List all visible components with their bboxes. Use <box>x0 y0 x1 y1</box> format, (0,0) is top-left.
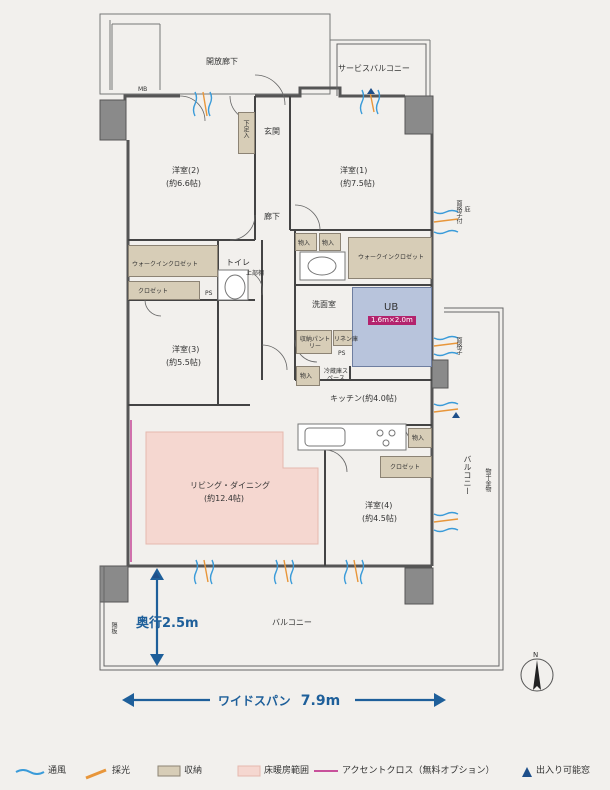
label-bedroom2-size: (約6.6帖) <box>166 179 201 188</box>
label-eave: 庇 <box>463 206 470 212</box>
floor-heating-area <box>145 431 319 545</box>
label-bedroom1-size: (約7.5帖) <box>340 179 375 188</box>
pillars <box>99 95 449 605</box>
label-linen: リネン庫 <box>334 336 359 343</box>
label-bedroom3-size: (約5.5帖) <box>166 358 201 367</box>
legend-accent: アクセントクロス（無料オプション） <box>342 766 495 776</box>
legend-icons <box>15 765 532 780</box>
label-partition: 隔板 <box>110 622 117 634</box>
label-ps-toilet: PS <box>205 290 213 297</box>
legend: 通風 採光 収納 床暖房範囲 アクセントクロス（無料オプション） 出入り可能窓 <box>14 764 604 782</box>
label-walkin-left: ウォークインクロゼット <box>132 261 199 268</box>
width-label: ワイドスパン 7.9m <box>218 692 340 709</box>
label-bedroom4-size: (約4.5帖) <box>362 514 397 523</box>
label-ps-wash: PS <box>338 350 346 357</box>
closet-bedroom4 <box>380 456 432 478</box>
legend-daylight: 採光 <box>112 766 131 776</box>
compass <box>520 658 554 692</box>
label-hallway: 廊下 <box>264 212 280 221</box>
label-bedroom2: 洋室(2) <box>172 166 200 175</box>
label-living-size: (約12.4帖) <box>204 494 245 503</box>
label-entrance: 玄関 <box>264 127 280 136</box>
label-closet-bedroom3: クロゼット <box>138 288 169 295</box>
ub-label: UB <box>384 302 399 313</box>
label-storage-kitchen-left: 物入 <box>300 373 313 380</box>
label-storage-hall-a: 物入 <box>298 240 311 247</box>
label-window-flag-a: 面格子付 <box>455 200 462 224</box>
label-mb: MB <box>138 86 148 93</box>
closet-bedroom3 <box>128 281 200 300</box>
label-upper-shelf: 上部棚 <box>246 270 265 277</box>
open-corridor-structure <box>99 13 431 96</box>
label-kitchen: キッチン(約4.0帖) <box>330 394 397 403</box>
width-value-text: 7.9m <box>300 693 341 709</box>
label-balcony-side: バルコニー <box>463 455 472 495</box>
width-label-text: ワイドスパン <box>218 694 291 708</box>
label-storage-hall-b: 物入 <box>322 240 335 247</box>
access-window-markers <box>152 88 460 578</box>
label-shoe-closet: 下足入 <box>242 120 249 138</box>
label-walkin-right: ウォークインクロゼット <box>358 254 425 261</box>
legend-ventilation: 通風 <box>48 766 67 776</box>
storage-hall-a <box>295 233 317 251</box>
storage-kitchen-left <box>296 366 320 386</box>
unit-bath <box>352 287 432 367</box>
label-window-flag-b: 面格子 <box>455 337 462 355</box>
washroom-fixtures <box>217 251 346 301</box>
storage-pantry <box>296 330 332 354</box>
legend-access: 出入り可能窓 <box>536 766 591 776</box>
label-open-corridor: 開放廊下 <box>206 57 238 66</box>
legend-storage: 収納 <box>184 766 203 776</box>
label-storage-kitchen-right: 物入 <box>412 435 425 442</box>
label-service-balcony: サービスバルコニー <box>338 64 410 73</box>
label-bedroom1: 洋室(1) <box>340 166 368 175</box>
legend-floor-heating: 床暖房範囲 <box>264 766 310 776</box>
label-bedroom3: 洋室(3) <box>172 345 200 354</box>
label-closet-bedroom4: クロゼット <box>390 464 421 471</box>
balcony-outlines <box>99 43 504 671</box>
depth-value-text: 2.5m <box>162 616 199 631</box>
walkin-closet-right <box>348 237 432 279</box>
label-dryer: 物干金物 <box>484 468 491 492</box>
ub-size-tag: 1.6m×2.0m <box>368 316 416 325</box>
label-living: リビング・ダイニング <box>190 481 270 490</box>
width-arrow <box>122 693 446 707</box>
kitchen-counter <box>297 423 407 451</box>
label-toilet: トイレ <box>226 258 250 267</box>
storage-kitchen-right <box>408 428 432 448</box>
depth-label: 奥行2.5m <box>136 612 199 631</box>
label-bedroom4: 洋室(4) <box>365 501 393 510</box>
depth-label-text: 奥行 <box>136 616 163 631</box>
airflow-markers <box>192 89 459 585</box>
storage-hall-b <box>319 233 341 251</box>
shoe-closet <box>238 112 255 154</box>
label-pantry: 収納パントリー <box>299 336 331 350</box>
label-balcony-main: バルコニー <box>272 618 312 627</box>
label-fridge: 冷蔵庫スペース <box>323 368 348 382</box>
compass-north-label: N <box>533 651 539 659</box>
outer-walls <box>123 86 434 568</box>
walkin-closet-left <box>128 245 218 277</box>
label-washroom: 洗面室 <box>312 300 336 309</box>
